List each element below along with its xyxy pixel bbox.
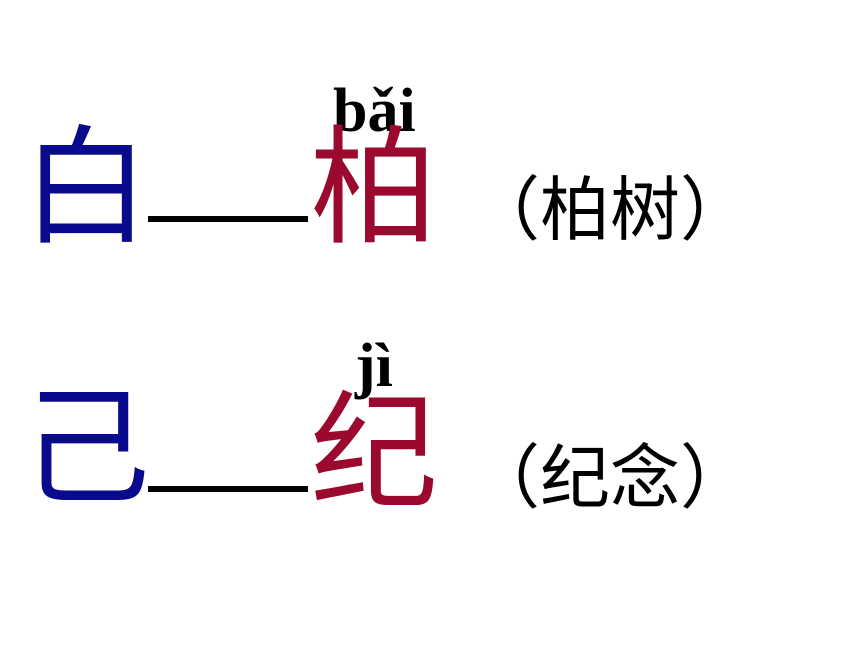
derived-character: 纪 xyxy=(310,379,439,528)
dash-connector xyxy=(148,216,308,222)
character-row-1: 白 bǎi 柏 （柏树） xyxy=(0,70,860,270)
example-word: （纪念） xyxy=(470,437,750,519)
base-character: 白 xyxy=(22,114,151,263)
derived-character: 柏 xyxy=(310,114,439,263)
base-character: 己 xyxy=(22,374,151,523)
character-row-2: 己 jì 纪 （纪念） xyxy=(0,330,860,530)
dash-connector xyxy=(148,486,308,492)
example-word: （柏树） xyxy=(470,169,750,251)
pinyin-label: jì xyxy=(355,332,393,400)
pinyin-label: bǎi xyxy=(333,77,416,145)
